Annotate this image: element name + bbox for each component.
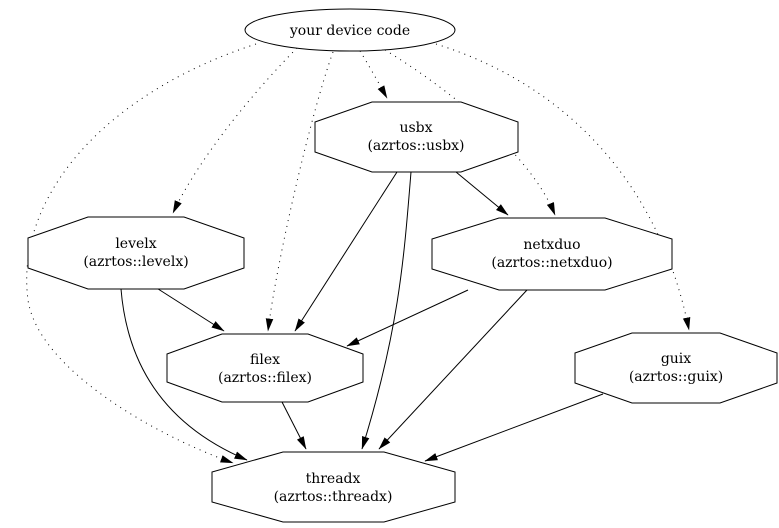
levelx-sublabel: (azrtos::levelx) [83,254,188,270]
node-netxduo: netxduo (azrtos::netxduo) [431,217,673,291]
filex-octagon [166,333,364,403]
edge-device-threadx [26,43,257,464]
netxduo-octagon [431,217,673,291]
edge-usbx-netxduo [455,171,509,216]
threadx-octagon [211,451,456,523]
guix-sublabel: (azrtos::guix) [629,369,723,385]
usbx-octagon [314,101,519,173]
device-label: your device code [289,23,410,39]
edge-levelx-threadx [120,288,248,461]
edge-layer [26,43,691,464]
edge-usbx-filex [294,171,398,332]
levelx-octagon [27,216,245,290]
edge-guix-threadx [424,393,604,462]
device-ellipse [244,8,456,52]
usbx-label: usbx [399,120,432,136]
node-device: your device code [244,8,456,52]
edge-device-levelx [172,47,298,214]
node-filex: filex (azrtos::filex) [166,333,364,403]
usbx-sublabel: (azrtos::usbx) [367,138,464,154]
edge-device-usbx [359,50,388,99]
edge-filex-threadx [281,401,307,450]
netxduo-sublabel: (azrtos::netxduo) [491,255,612,271]
threadx-label: threadx [306,471,361,487]
edge-usbx-threadx [361,171,412,450]
node-levelx: levelx (azrtos::levelx) [27,216,245,290]
node-usbx: usbx (azrtos::usbx) [314,101,519,173]
edge-levelx-filex [154,286,225,332]
filex-label: filex [250,352,280,368]
node-threadx: threadx (azrtos::threadx) [211,451,456,523]
filex-sublabel: (azrtos::filex) [218,370,312,386]
guix-label: guix [661,351,691,367]
edge-device-filex [265,51,334,332]
guix-octagon [574,332,778,404]
threadx-sublabel: (azrtos::threadx) [274,489,393,505]
levelx-label: levelx [115,236,156,252]
edge-netxduo-filex [346,289,469,347]
netxduo-label: netxduo [523,237,580,253]
node-guix: guix (azrtos::guix) [574,332,778,404]
edge-netxduo-threadx [378,289,528,450]
